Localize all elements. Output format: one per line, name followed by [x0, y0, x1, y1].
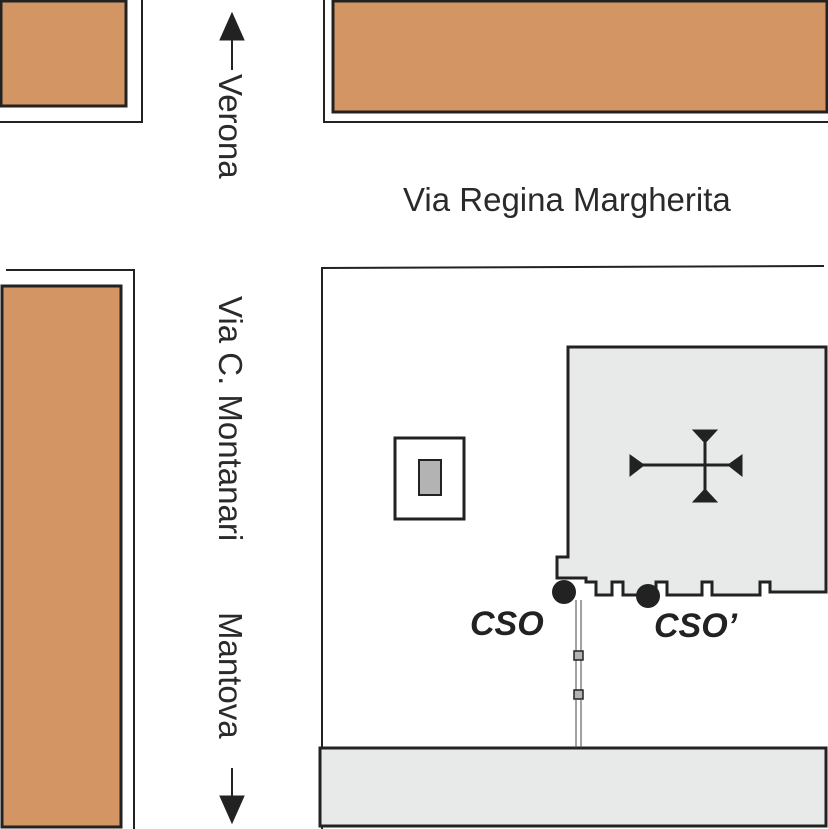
street-label-montanari: Via C. Montanari	[212, 296, 249, 541]
point-marker-cso	[552, 580, 576, 604]
point-label-cso-prime: CSO’	[654, 607, 738, 645]
building-bottom-right	[318, 746, 828, 828]
monument-icon	[393, 436, 466, 521]
block-top-left	[0, 0, 143, 123]
cross-icon	[629, 429, 743, 503]
direction-label-mantova: Mantova	[212, 612, 249, 739]
arrow-up-icon	[219, 11, 245, 70]
block-left	[0, 269, 135, 829]
arrow-down-icon	[219, 768, 245, 825]
street-label-regina-margherita: Via Regina Margherita	[403, 181, 731, 218]
manhole-marker	[573, 650, 584, 661]
block-top-right	[323, 0, 828, 123]
manhole-marker	[573, 689, 584, 700]
point-marker-cso-prime	[636, 584, 660, 608]
building-left	[0, 284, 123, 829]
direction-label-verona: Verona	[212, 74, 249, 179]
building-top-right	[331, 0, 828, 114]
church-building	[555, 345, 828, 597]
sewer-pipe	[573, 600, 584, 748]
building-top-left	[0, 0, 128, 108]
point-label-cso: CSO	[470, 605, 544, 643]
block-church-outline	[321, 265, 825, 829]
